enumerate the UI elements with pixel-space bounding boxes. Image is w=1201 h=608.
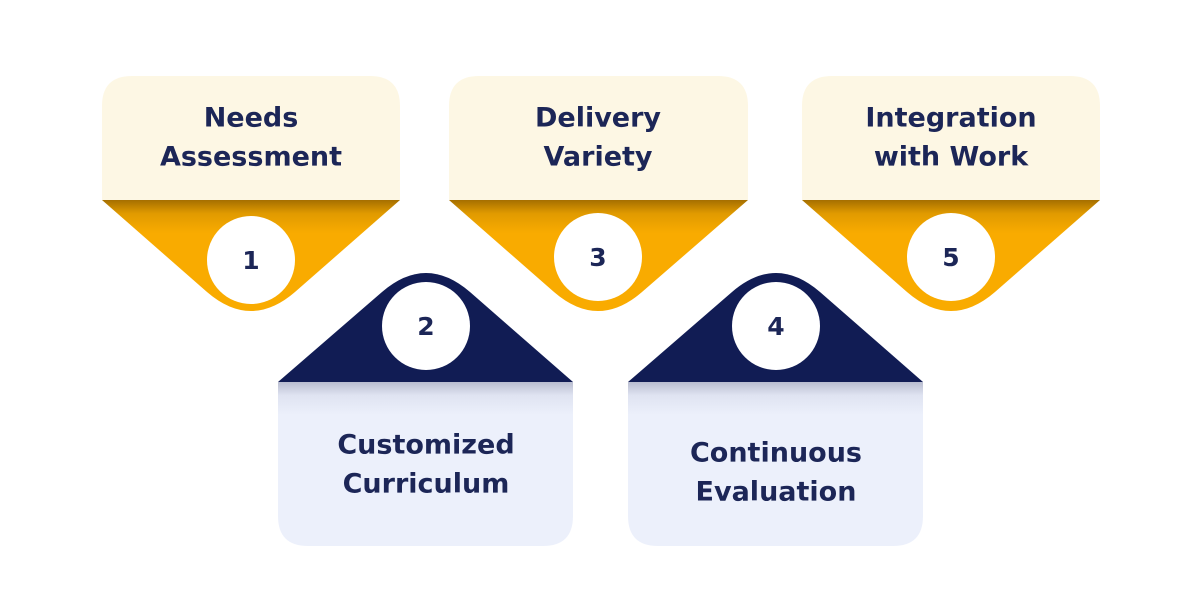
step-5-label-box <box>802 76 1100 200</box>
step-4-card: Continuous Evaluation 4 <box>628 273 923 546</box>
step-3-title-line-1: Delivery <box>535 103 661 134</box>
step-1-card: Needs Assessment 1 <box>102 76 400 311</box>
step-4-title-line-1: Continuous <box>690 438 862 469</box>
step-1-label-box <box>102 76 400 200</box>
step-3-card: Delivery Variety 3 <box>449 76 748 311</box>
step-5-number: 5 <box>942 243 959 272</box>
step-2-title-line-2: Curriculum <box>343 469 510 500</box>
step-5-title-line-2: with Work <box>874 142 1029 173</box>
step-1-title-line-1: Needs <box>204 103 299 134</box>
step-3-number-badge <box>554 213 642 301</box>
step-2-label-box <box>278 382 573 546</box>
step-4-number-badge <box>732 282 820 370</box>
step-4-label-box <box>628 382 923 546</box>
step-5-number-badge <box>907 213 995 301</box>
step-1-number: 1 <box>242 246 259 275</box>
step-2-title-line-1: Customized <box>337 430 514 461</box>
step-3-number: 3 <box>589 243 606 272</box>
step-3-label-box <box>449 76 748 200</box>
step-5-card: Integration with Work 5 <box>802 76 1100 311</box>
step-1-number-badge <box>207 216 295 304</box>
step-5-title-line-1: Integration <box>865 103 1036 134</box>
step-3-title-line-2: Variety <box>543 142 652 173</box>
step-1-title-line-2: Assessment <box>160 142 342 173</box>
step-4-title-line-2: Evaluation <box>696 477 857 508</box>
step-2-card: Customized Curriculum 2 <box>278 273 573 546</box>
step-2-number: 2 <box>417 312 434 341</box>
step-4-number: 4 <box>767 312 784 341</box>
step-2-number-badge <box>382 282 470 370</box>
